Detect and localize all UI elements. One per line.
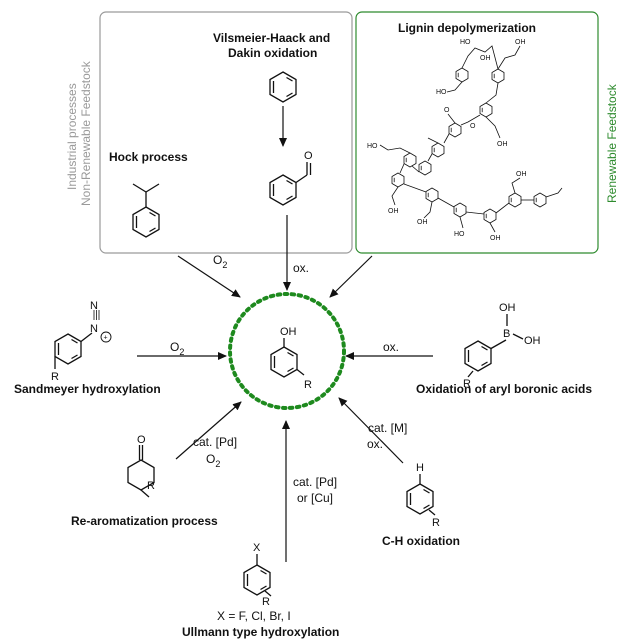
- industrial-box: [99, 11, 353, 254]
- boronic-condition: ox.: [383, 340, 399, 354]
- svg-text:OH: OH: [280, 326, 297, 338]
- svg-text:HO: HO: [460, 39, 471, 46]
- svg-text:N: N: [90, 300, 98, 312]
- svg-text:R: R: [304, 379, 312, 391]
- boronic-acid-structure: B OH OH R: [463, 302, 541, 390]
- svg-text:+: +: [104, 335, 108, 342]
- svg-text:R: R: [432, 517, 440, 529]
- svg-text:O: O: [304, 150, 313, 162]
- svg-text:HO: HO: [454, 231, 465, 238]
- svg-text:OH: OH: [490, 235, 501, 242]
- phenol-target-circle: [228, 292, 346, 410]
- boronic-label: Oxidation of aryl boronic acids: [416, 382, 592, 396]
- ch-arrow: [338, 397, 404, 464]
- phenol-structure: OH R: [270, 326, 312, 391]
- diazonium-structure: N N + R: [51, 300, 112, 383]
- svg-text:OH: OH: [497, 141, 508, 148]
- svg-text:OH: OH: [417, 219, 428, 226]
- lignin-arrow: [329, 255, 373, 298]
- lignin-structure: HO OH OH HO OH O HO OH OH HO OH OH O: [367, 39, 563, 242]
- cyclohexanone-structure: O R: [127, 434, 155, 498]
- svg-text:HO: HO: [436, 89, 447, 96]
- svg-text:OH: OH: [388, 208, 399, 215]
- benzene-structure: [269, 71, 297, 103]
- svg-text:OH: OH: [516, 171, 527, 178]
- sandmeyer-condition: O2: [170, 340, 184, 357]
- svg-text:O: O: [137, 434, 146, 446]
- vilsmeier-label-line2: Dakin oxidation: [228, 46, 317, 60]
- hock-arrow: [177, 255, 241, 298]
- arene-ch-structure: H R: [406, 462, 440, 529]
- svg-text:O: O: [444, 107, 450, 114]
- svg-text:OH: OH: [499, 302, 516, 314]
- dakin-condition: ox.: [293, 261, 309, 275]
- svg-text:N: N: [90, 323, 98, 335]
- halogen-list: X = F, Cl, Br, I: [217, 609, 291, 623]
- svg-text:H: H: [416, 462, 424, 474]
- ch-oxidation-label: C-H oxidation: [382, 534, 460, 548]
- rearomatization-label: Re-aromatization process: [71, 514, 218, 528]
- hock-condition: O2: [213, 253, 227, 270]
- ullmann-label: Ullmann type hydroxylation: [182, 625, 339, 639]
- svg-text:O: O: [470, 123, 476, 130]
- svg-text:R: R: [463, 378, 471, 390]
- ch-condition-2: ox.: [367, 437, 383, 451]
- svg-text:R: R: [262, 596, 270, 608]
- industrial-side-label-2: Non-Renewable Feedstock: [79, 60, 93, 206]
- svg-text:OH: OH: [480, 55, 491, 62]
- sandmeyer-label: Sandmeyer hydroxylation: [14, 382, 161, 396]
- lignin-label: Lignin depolymerization: [398, 21, 536, 35]
- cumene-structure: [132, 183, 160, 238]
- ullmann-condition-2: or [Cu]: [297, 491, 333, 505]
- vilsmeier-label-line1: Vilsmeier-Haack and: [213, 31, 330, 45]
- rearomatization-arrow: [175, 401, 242, 460]
- aryl-halide-structure: X R: [243, 542, 272, 608]
- renewable-side-label: Renewable Feedstock: [605, 83, 619, 203]
- ch-condition-1: cat. [M]: [368, 421, 407, 435]
- rearomatization-condition-1: cat. [Pd]: [193, 435, 237, 449]
- svg-text:HO: HO: [367, 143, 378, 150]
- svg-text:OH: OH: [524, 335, 541, 347]
- renewable-box: [355, 11, 599, 254]
- ullmann-condition-1: cat. [Pd]: [293, 475, 337, 489]
- svg-text:R: R: [51, 371, 59, 383]
- hock-process-label: Hock process: [109, 150, 188, 164]
- svg-text:R: R: [147, 480, 155, 492]
- benzaldehyde-structure: O: [269, 150, 313, 206]
- svg-text:OH: OH: [515, 39, 526, 46]
- rearomatization-condition-2: O2: [206, 452, 220, 469]
- industrial-side-label-1: Industrial processes: [65, 83, 79, 190]
- svg-text:X: X: [253, 542, 261, 554]
- svg-text:B: B: [503, 328, 510, 340]
